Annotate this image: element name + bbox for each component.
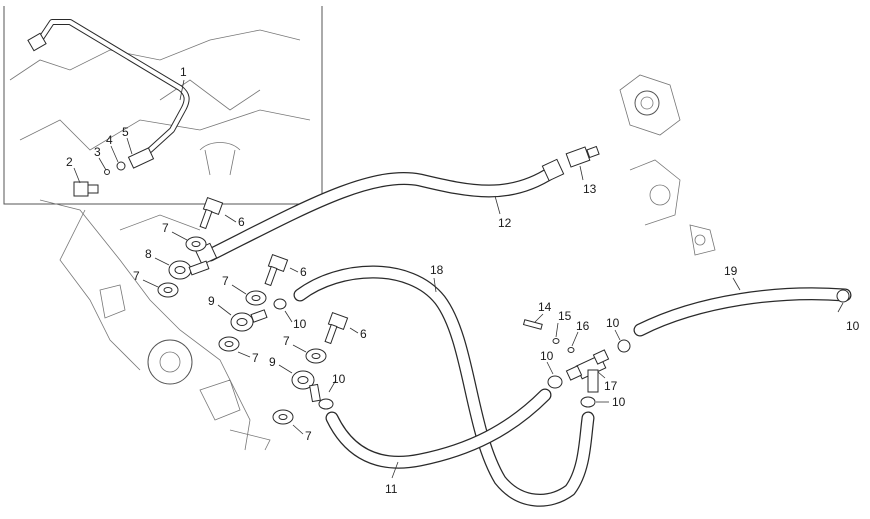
callout-11: 11 [385,482,398,496]
callout-6a: 6 [238,215,245,229]
hose-12 [194,158,565,266]
callout-7e: 7 [283,334,290,348]
callout-7d: 7 [252,351,259,365]
callout-10a: 10 [293,317,307,331]
clamps-10 [273,289,850,410]
callout-17: 17 [604,379,618,393]
callout-16: 16 [576,319,590,333]
hose-19 [633,287,852,337]
callout-12: 12 [498,216,512,230]
tee-fitting-17 [522,319,610,393]
inset-detail [3,6,323,205]
callout-2: 2 [66,155,73,169]
callout-7a: 7 [162,221,169,235]
callout-10c: 10 [540,349,554,363]
callout-8: 8 [145,247,152,261]
fitting-13 [565,145,600,168]
callout-5: 5 [122,125,129,139]
callout-6b: 6 [300,265,307,279]
callout-7b: 7 [133,269,140,283]
callout-10b: 10 [332,372,346,386]
callout-7f: 7 [305,429,312,443]
callout-labels: 1 2 3 4 5 6 6 6 7 7 7 7 7 7 8 9 9 10 10 … [66,65,860,496]
callout-10d: 10 [606,316,620,330]
callout-13: 13 [583,182,597,196]
callout-6c: 6 [360,327,367,341]
bolts-6 [199,196,349,345]
callout-7c: 7 [222,274,229,288]
callout-10f: 10 [846,319,860,333]
callout-19: 19 [724,264,738,278]
hose-11 [325,388,552,469]
callout-3: 3 [94,145,101,159]
leader-lines [73,79,844,479]
callout-10e: 10 [612,395,626,409]
callout-14: 14 [538,300,552,314]
callout-9a: 9 [208,294,215,308]
callout-15: 15 [558,309,572,323]
banjo-fittings [168,260,321,403]
washers-7 [157,236,327,425]
engine-background-sketch [39,199,271,451]
callout-4: 4 [106,133,113,147]
callout-1: 1 [180,65,187,79]
gear-background-sketch [619,74,716,256]
callout-18: 18 [430,263,444,277]
callout-9b: 9 [269,355,276,369]
